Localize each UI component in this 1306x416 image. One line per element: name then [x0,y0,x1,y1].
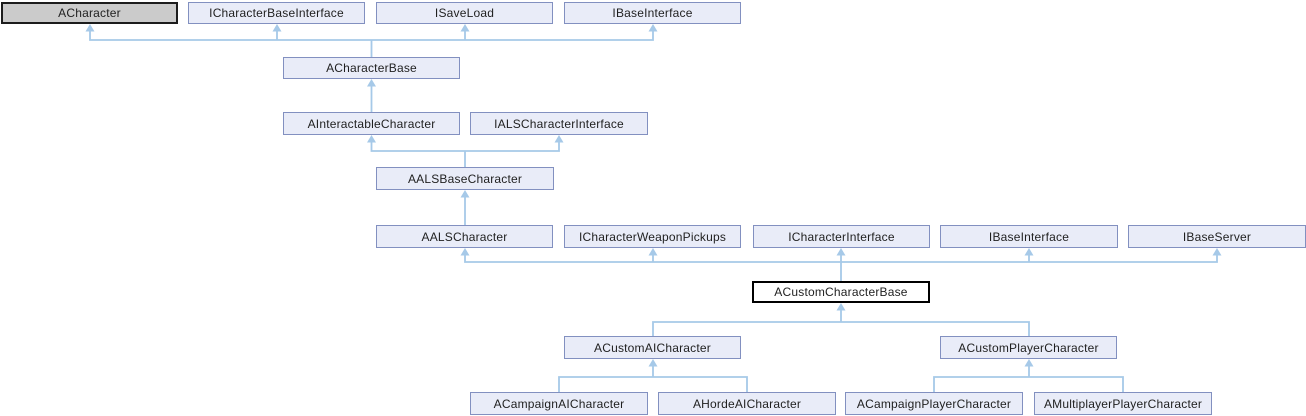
class-node-acharacter: ACharacter [1,2,178,24]
edge-aalsbase-parents [370,142,560,167]
class-node-ahordeaicharacter[interactable]: AHordeAICharacter [658,392,836,415]
edge-group-acharacterbase-parents [89,31,654,57]
class-node-ainteractablecharacter[interactable]: AInteractableCharacter [283,112,460,135]
edge-player-children [933,366,1124,392]
class-node-icharacterbaseinterface[interactable]: ICharacterBaseInterface [188,2,365,24]
edge-acustombase-parents [464,255,1218,281]
class-node-acustomaicharacter[interactable]: ACustomAICharacter [564,336,741,359]
class-node-amultiplayerplayercharacter[interactable]: AMultiplayerPlayerCharacter [1034,392,1212,415]
class-node-icharacterweaponpickups[interactable]: ICharacterWeaponPickups [564,225,741,248]
class-node-acampaignplayercharacter[interactable]: ACampaignPlayerCharacter [845,392,1023,415]
class-node-isaveload[interactable]: ISaveLoad [376,2,553,24]
class-node-acharacterbase[interactable]: ACharacterBase [283,57,460,79]
edge-arrowheads [85,24,1222,367]
edge-ai-children [558,366,748,392]
class-node-aalscharacter[interactable]: AALSCharacter [376,225,553,248]
class-node-icharacterinterface[interactable]: ICharacterInterface [753,225,930,248]
class-node-acustomplayercharacter[interactable]: ACustomPlayerCharacter [940,336,1117,359]
class-node-ibaseinterface-mid[interactable]: IBaseInterface [940,225,1118,248]
class-node-acampaignaicharacter[interactable]: ACampaignAICharacter [470,392,648,415]
class-node-acustomcharacterbase: ACustomCharacterBase [752,281,930,303]
edge-custom-children [652,310,1030,336]
class-node-ialscharacterinterface[interactable]: IALSCharacterInterface [470,112,648,135]
class-node-ibaseserver[interactable]: IBaseServer [1128,225,1306,248]
class-node-aalsbasecharacter[interactable]: AALSBaseCharacter [376,167,554,190]
class-node-ibaseinterface-top[interactable]: IBaseInterface [564,2,741,24]
